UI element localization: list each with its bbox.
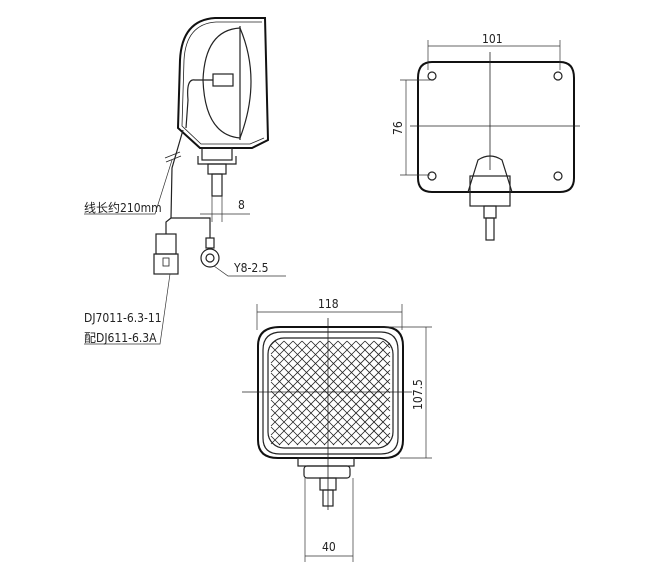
nut bbox=[207, 163, 227, 175]
lens-grid-line bbox=[270, 340, 357, 427]
lens-grid-line bbox=[270, 354, 362, 446]
lens-grid-line bbox=[270, 340, 366, 436]
lens-grid-line bbox=[323, 378, 391, 446]
connector-label-1: DJ7011-6.3-11 bbox=[84, 311, 162, 325]
lens-grid-line bbox=[270, 435, 281, 446]
wire-length-label: 线长约210mm bbox=[84, 200, 162, 215]
lens-grid-line bbox=[296, 351, 391, 446]
lens-grid-line bbox=[386, 441, 391, 446]
ring-terminal bbox=[200, 248, 220, 268]
side-housing-outline bbox=[176, 17, 270, 149]
lens-grid-line bbox=[270, 340, 348, 418]
lens-grid-line bbox=[287, 342, 391, 446]
mount-base bbox=[201, 147, 233, 161]
lens-grid-line bbox=[350, 405, 391, 446]
lens-grid-line bbox=[305, 360, 391, 446]
rear-height-dim: 76 bbox=[391, 121, 405, 135]
rear-housing bbox=[417, 61, 575, 193]
front-width-dim: 118 bbox=[318, 297, 339, 311]
wire bbox=[170, 129, 211, 238]
lens-grid-line bbox=[359, 414, 391, 446]
bracket-dim-40: 40 bbox=[322, 540, 336, 554]
front-bracket bbox=[297, 457, 355, 467]
lens-grid-line bbox=[283, 340, 389, 446]
lens-grid-line bbox=[270, 426, 290, 446]
lens-grid-line bbox=[270, 340, 294, 364]
lens-grid-line bbox=[270, 340, 285, 355]
lens-grid-line bbox=[341, 396, 391, 446]
lens-grid-line bbox=[355, 340, 391, 376]
rear-width-dim: 101 bbox=[482, 32, 503, 46]
rear-bracket bbox=[467, 155, 513, 193]
side-reflector bbox=[202, 27, 241, 139]
lens-grid-line bbox=[382, 340, 391, 349]
lens-grid-line bbox=[310, 340, 391, 421]
lens-grid-line bbox=[270, 381, 335, 446]
front-housing bbox=[257, 326, 404, 459]
lens-grid-line bbox=[346, 340, 391, 385]
lens-grid-line bbox=[270, 399, 317, 446]
lens-grid-line bbox=[274, 340, 380, 446]
lens-grid-line bbox=[270, 345, 371, 446]
bolt-dim-8: 8 bbox=[238, 198, 245, 212]
lens-grid-line bbox=[270, 372, 344, 446]
side-view: 8 线长约210mm DJ7011-6.3-11 配DJ611-6.3A Y8-… bbox=[84, 17, 286, 345]
lens-grid-line bbox=[270, 363, 353, 446]
connector bbox=[155, 233, 177, 255]
lens-grid bbox=[267, 337, 394, 449]
lens-grid-line bbox=[270, 340, 321, 391]
lens-grid-line bbox=[270, 340, 339, 409]
lens-grid-line bbox=[337, 340, 391, 394]
lens-grid-line bbox=[368, 423, 391, 446]
lens-grid-line bbox=[364, 340, 391, 367]
connector-label-2: 配DJ611-6.3A bbox=[84, 331, 157, 345]
lens-grid-line bbox=[278, 340, 384, 446]
lens-grid-line bbox=[377, 432, 391, 446]
lens-grid-line bbox=[270, 417, 299, 446]
lens-grid-line bbox=[270, 340, 330, 400]
lens-grid-line bbox=[270, 340, 276, 346]
front-height-dim: 107.5 bbox=[411, 379, 425, 410]
bulb-icon bbox=[212, 73, 234, 87]
rear-view: 101 76 bbox=[391, 32, 580, 241]
lens-grid-line bbox=[270, 340, 312, 382]
lens-grid-line bbox=[270, 340, 375, 445]
lens-grid-line bbox=[270, 408, 308, 446]
lens-grid-line bbox=[332, 387, 391, 446]
lens-grid-line bbox=[314, 369, 391, 446]
front-view: 118 107.5 40 bbox=[242, 297, 432, 562]
lens-grid-line bbox=[270, 390, 326, 446]
lens-grid-line bbox=[270, 340, 303, 373]
ring-terminal-label: Y8-2.5 bbox=[233, 261, 269, 275]
bolt bbox=[211, 173, 223, 197]
lens-grid-line bbox=[301, 340, 391, 430]
